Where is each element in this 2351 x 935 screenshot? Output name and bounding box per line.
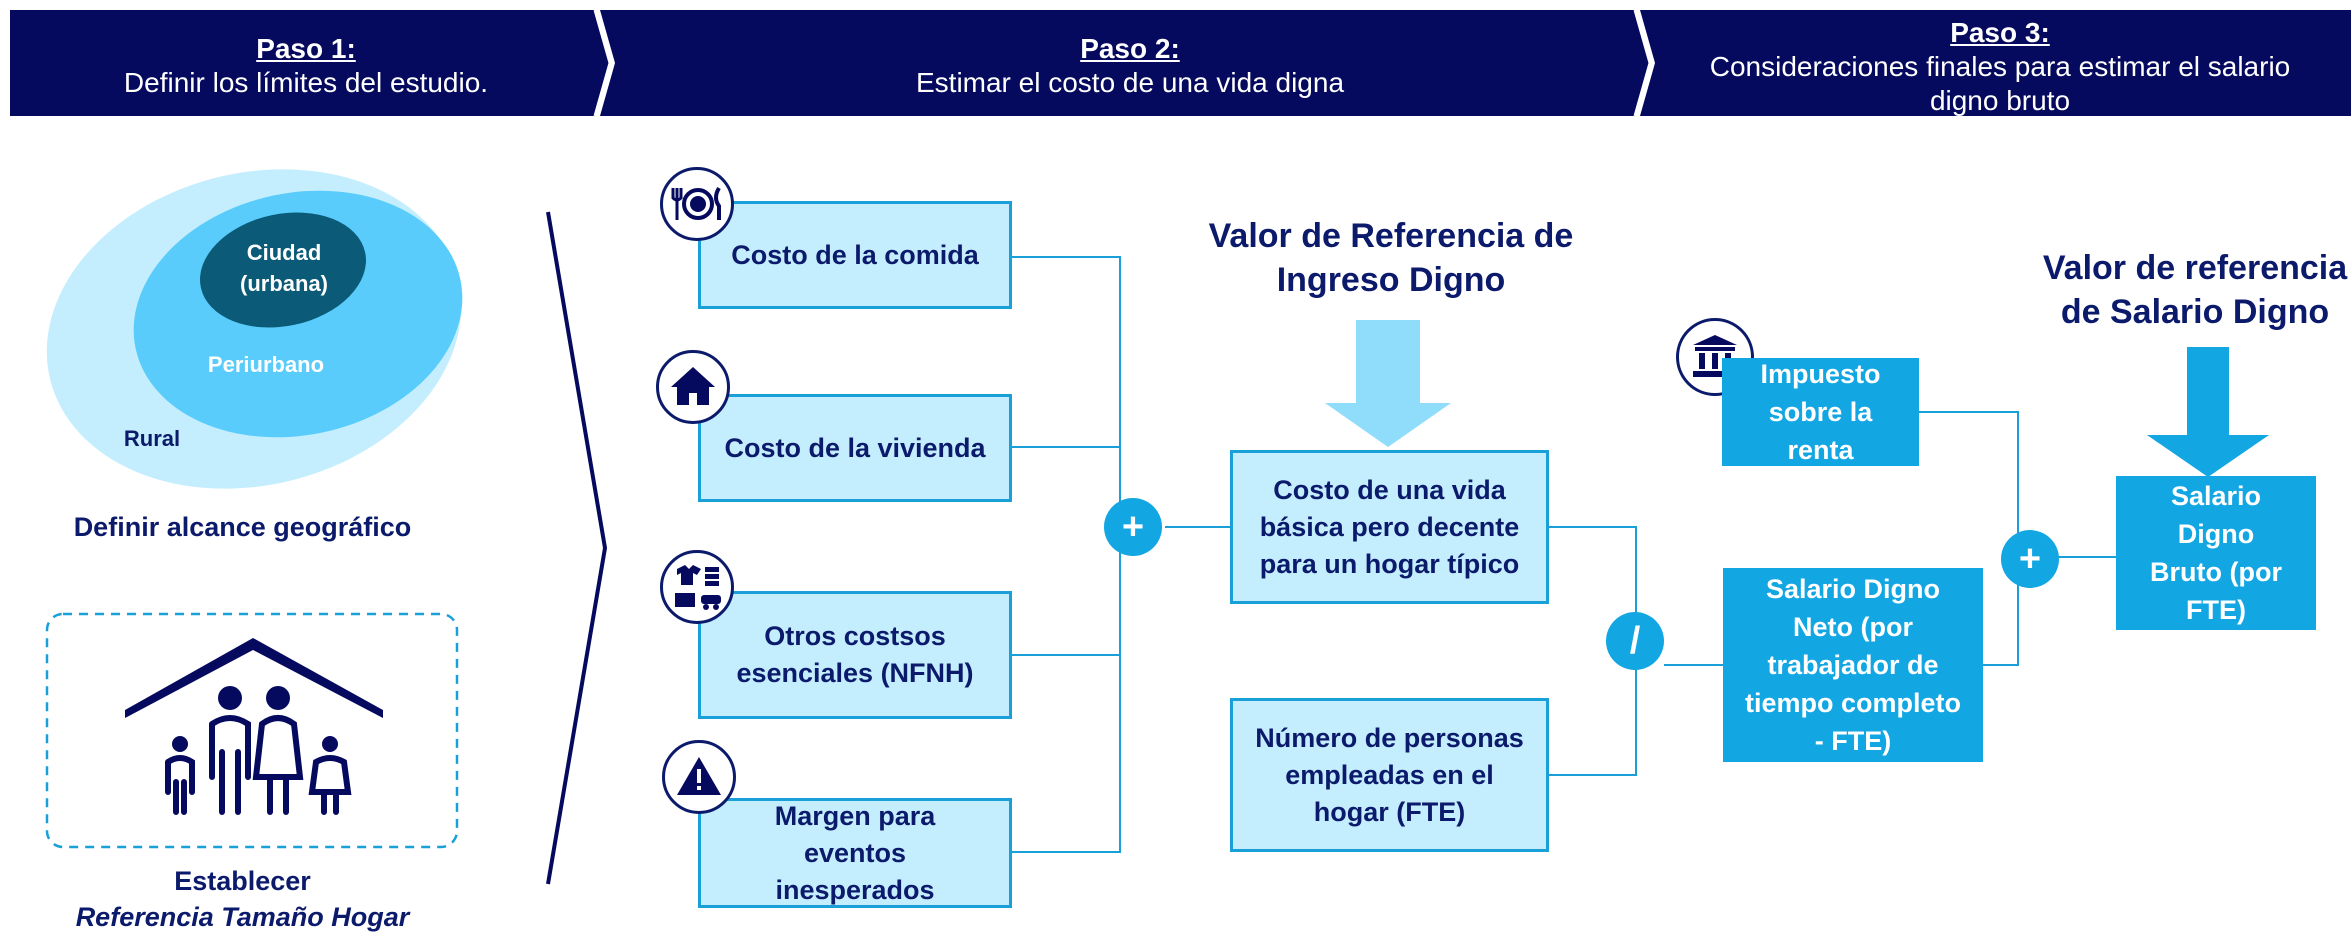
contingency-label: Margen para eventos inesperados xyxy=(774,800,936,905)
workers-box: Número de personas empleadas en el hogar… xyxy=(1230,698,1549,852)
urban-ellipse xyxy=(200,212,366,328)
step-2-text: Estimar el costo de una vida digna xyxy=(915,67,1345,98)
food-cost-label: Costo de la comida xyxy=(731,239,979,270)
step-separator xyxy=(546,211,608,885)
essentials-cost-box: Otros costsos esenciales (NFNH) xyxy=(698,591,1012,719)
geo-caption: Definir alcance geográfico xyxy=(73,512,412,542)
contingency-box: Margen para eventos inesperados xyxy=(698,798,1012,908)
wage-down-arrow xyxy=(2147,347,2269,477)
workers-label: Número de personas empleadas en el hogar… xyxy=(1255,722,1524,827)
household-frame xyxy=(45,612,459,849)
plus-operator-tax: + xyxy=(2001,530,2059,588)
basic-life-cost-box: Costo de una vida básica pero decente pa… xyxy=(1230,450,1549,604)
housing-cost-box: Costo de la vivienda xyxy=(698,394,1012,502)
step-2-title: Paso 2: xyxy=(1080,33,1180,64)
step-3: Paso 3: Consideraciones finales para est… xyxy=(1655,10,2345,116)
step1-chevron xyxy=(10,10,610,116)
family-icon xyxy=(165,686,352,815)
rural-label: Rural xyxy=(123,426,181,451)
house-icon xyxy=(656,350,730,424)
plus-operator-costs: + xyxy=(1104,498,1162,556)
divide-operator: / xyxy=(1606,612,1664,670)
step-2: Paso 2: Estimar el costo de una vida dig… xyxy=(605,10,1655,116)
step-3-text: Consideraciones finales para estimar el … xyxy=(1709,51,2291,116)
periurban-label: Periurbano xyxy=(207,352,325,377)
income-tax-label: Impuesto sobre la renta xyxy=(1760,359,1881,465)
step2-chevron xyxy=(600,10,1650,116)
net-wage-box: Salario Digno Neto (por trabajador de ti… xyxy=(1723,568,1983,762)
gross-wage-label: Salario Digno Bruto (por FTE) xyxy=(2150,481,2282,625)
essentials-cost-label: Otros costsos esenciales (NFNH) xyxy=(736,621,974,688)
step-1: Paso 1: Definir los límites del estudio. xyxy=(10,10,602,116)
household-caption-line2: Referencia Tamaño Hogar xyxy=(75,902,410,932)
basic-life-cost-label: Costo de una vida básica pero decente pa… xyxy=(1259,474,1520,579)
step-3-title: Paso 3: xyxy=(1950,17,2050,48)
income-tax-box: Impuesto sobre la renta xyxy=(1722,358,1919,466)
gross-wage-box: Salario Digno Bruto (por FTE) xyxy=(2116,476,2316,630)
steps-banner xyxy=(10,10,2351,116)
household-caption-line1: Establecer xyxy=(174,866,311,896)
warning-icon xyxy=(662,740,736,814)
income-heading: Valor de Referencia de Ingreso Digno xyxy=(1208,217,1574,299)
housing-cost-label: Costo de la vivienda xyxy=(724,432,986,463)
food-cost-box: Costo de la comida xyxy=(698,201,1012,309)
food-icon xyxy=(660,167,734,241)
step-1-text: Definir los límites del estudio. xyxy=(123,67,489,98)
step-1-title: Paso 1: xyxy=(256,33,356,64)
net-wage-label: Salario Digno Neto (por trabajador de ti… xyxy=(1744,574,1961,756)
wage-heading: Valor de referencia de Salario Digno xyxy=(2042,249,2348,331)
income-down-arrow xyxy=(1325,320,1451,447)
step3-chevron xyxy=(1640,10,2351,116)
essentials-icon xyxy=(660,550,734,624)
urban-label: Ciudad (urbana) xyxy=(240,240,328,296)
